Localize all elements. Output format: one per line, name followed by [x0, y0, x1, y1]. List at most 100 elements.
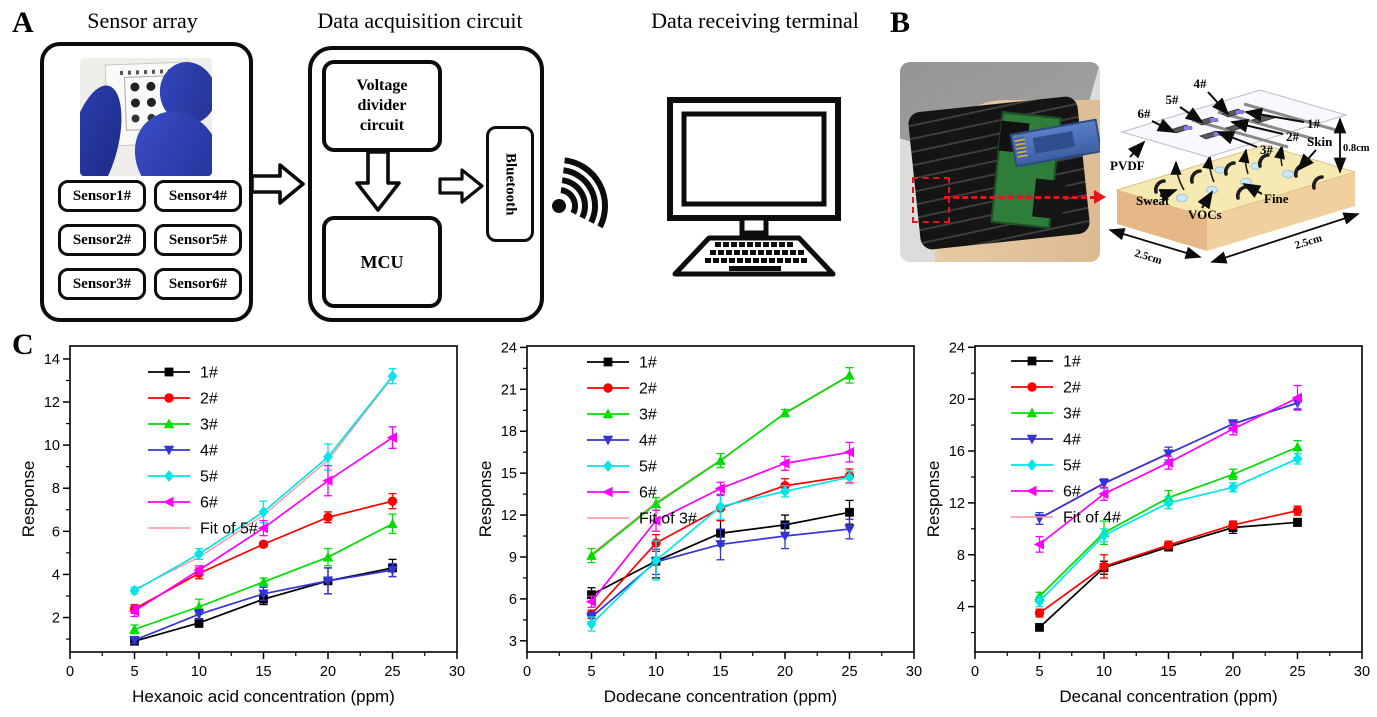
- svg-text:10: 10: [648, 664, 664, 680]
- svg-text:24: 24: [501, 340, 517, 356]
- svg-text:18: 18: [501, 424, 517, 440]
- legend-label: 6#: [639, 485, 657, 502]
- series-5#: [129, 367, 398, 597]
- legend-label: 5#: [639, 459, 657, 476]
- schematic-label-3: 3#: [1260, 142, 1274, 157]
- y-axis-label: Response: [20, 461, 38, 538]
- spacebar-key: [729, 266, 781, 271]
- dimension-arrows: [1108, 117, 1360, 264]
- legend-label: Fit of 5#: [200, 521, 258, 538]
- wristband-photo: [900, 62, 1100, 262]
- legend-label: 4#: [639, 433, 657, 450]
- x-axis-label: Hexanoic acid concentration (ppm): [132, 687, 395, 706]
- schematic-label-dim-right: 2.5cm: [1293, 232, 1323, 252]
- svg-text:2: 2: [52, 611, 60, 627]
- voltage-line-2: divider: [357, 97, 407, 114]
- schematic-label-sweat: Sweat: [1136, 193, 1170, 208]
- svg-text:20: 20: [949, 392, 965, 408]
- svg-text:3: 3: [509, 634, 517, 650]
- plot-frame: [69, 345, 458, 653]
- voltage-divider-box: Voltage divider circuit: [322, 60, 442, 152]
- svg-text:12: 12: [949, 496, 965, 512]
- svg-text:6: 6: [509, 592, 517, 608]
- panel-c-label: C: [12, 328, 34, 361]
- svg-text:0: 0: [971, 664, 979, 680]
- schematic-label-1: 1#: [1307, 116, 1321, 131]
- svg-text:9: 9: [509, 550, 517, 566]
- sensor-array-box: Sensor1# Sensor4# Sensor2# Sensor5# Sens…: [40, 42, 253, 322]
- sensor-array-title: Sensor array: [87, 8, 198, 33]
- sensor-pill-6: Sensor6#: [154, 268, 242, 300]
- legend-label: 2#: [200, 391, 218, 408]
- sensor-pill-5: Sensor5#: [154, 224, 242, 256]
- series-6#: [1033, 384, 1302, 553]
- svg-text:25: 25: [841, 664, 857, 680]
- svg-text:12: 12: [501, 508, 517, 524]
- label-arrows: [1127, 91, 1317, 210]
- schematic-label-4: 4#: [1194, 76, 1208, 91]
- series-6#: [128, 426, 397, 618]
- svg-text:10: 10: [44, 438, 60, 454]
- series-1#: [1035, 517, 1302, 632]
- y-axis-label: Response: [925, 461, 943, 538]
- series-6#: [585, 441, 854, 608]
- chart-legend: 1#2#3#4#5#6#Fit of 3#: [587, 355, 697, 528]
- voltage-line-1: Voltage: [356, 77, 408, 94]
- series-5#: [586, 470, 855, 632]
- svg-text:5: 5: [130, 664, 138, 680]
- schematic-label-thickness: 0.8cm: [1343, 143, 1370, 154]
- chart-legend: 1#2#3#4#5#6#Fit of 5#: [148, 365, 258, 538]
- keyboard-keys: [705, 242, 807, 271]
- legend-label: 2#: [1063, 380, 1081, 397]
- svg-text:25: 25: [384, 664, 400, 680]
- terminal-title: Data receiving terminal: [651, 8, 859, 33]
- legend-label: 4#: [200, 443, 218, 460]
- sensor-pill-2: Sensor2#: [58, 224, 146, 256]
- svg-text:20: 20: [777, 664, 793, 680]
- skin-sensor-schematic: 6# 5# 4# 1# 2# 3# PVDF Skin 0.8cm Sweat …: [1108, 76, 1370, 267]
- svg-text:20: 20: [1225, 664, 1241, 680]
- svg-text:10: 10: [1096, 664, 1112, 680]
- svg-text:20: 20: [320, 664, 336, 680]
- series-4#: [586, 518, 855, 623]
- zoom-leader-arrowhead: [1094, 190, 1106, 204]
- schematic-label-fine: Fine: [1264, 191, 1289, 206]
- legend-label: 5#: [200, 469, 218, 486]
- svg-text:30: 30: [449, 664, 465, 680]
- pcb-socket: [1032, 178, 1066, 220]
- legend-label: 1#: [1063, 354, 1081, 371]
- schematic-label-pvdf: PVDF: [1110, 158, 1145, 173]
- svg-text:25: 25: [1289, 664, 1305, 680]
- series-5#: [1034, 452, 1303, 608]
- daq-title: Data acquisition circuit: [317, 8, 523, 33]
- svg-text:15: 15: [1160, 664, 1176, 680]
- legend-label: 3#: [1063, 406, 1081, 423]
- svg-text:0: 0: [66, 664, 74, 680]
- svg-text:6: 6: [52, 524, 60, 540]
- svg-text:4: 4: [957, 600, 965, 616]
- svg-text:8: 8: [52, 481, 60, 497]
- panel-a-label: A: [12, 6, 34, 39]
- schematic-label-2: 2#: [1286, 129, 1300, 144]
- zoom-leader-line: [944, 196, 1096, 199]
- right-arrow-icon: [438, 168, 484, 204]
- series-4#: [129, 562, 398, 646]
- legend-label: 3#: [639, 407, 657, 424]
- legend-label: 5#: [1063, 458, 1081, 475]
- legend-label: 2#: [639, 381, 657, 398]
- legend-label: 1#: [639, 355, 657, 372]
- svg-text:0: 0: [523, 664, 531, 680]
- svg-text:12: 12: [44, 395, 60, 411]
- svg-text:5: 5: [1035, 664, 1043, 680]
- schematic-label-6: 6#: [1138, 106, 1152, 121]
